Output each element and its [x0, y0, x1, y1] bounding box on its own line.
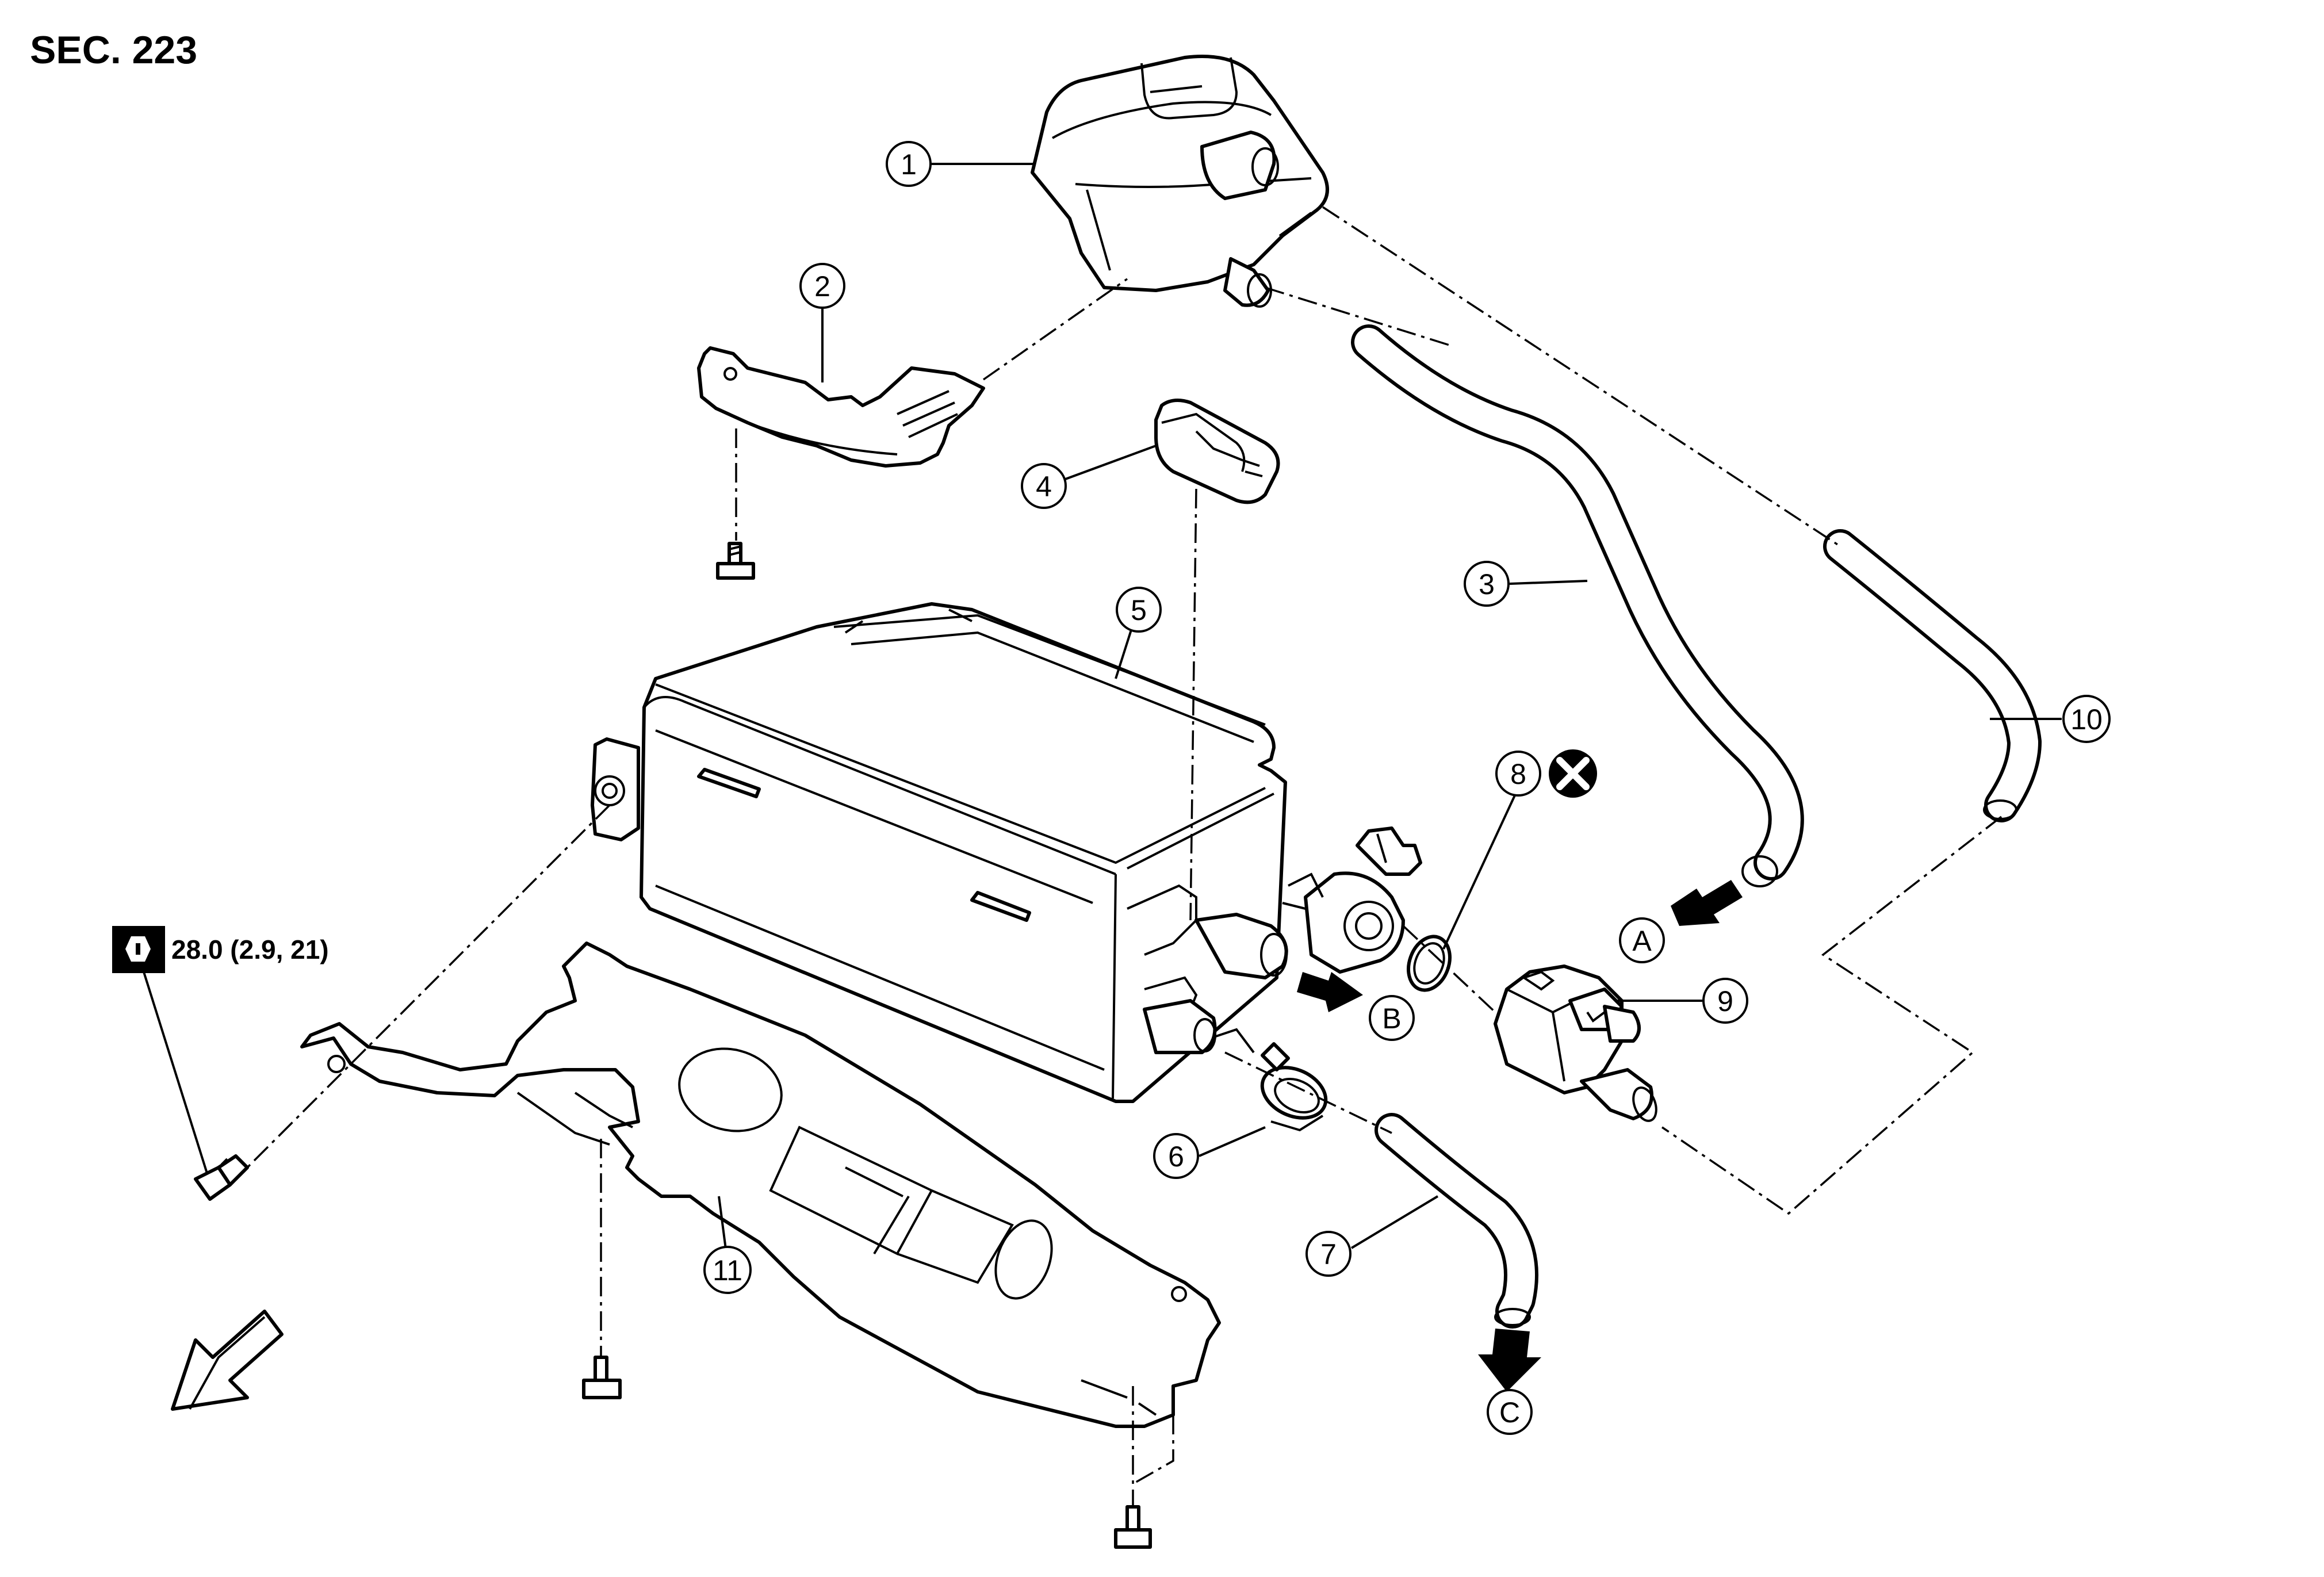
part-6-clamp	[1260, 1042, 1328, 1132]
part-9-vent-control-valve	[1494, 964, 1657, 1122]
callout-2: 2	[799, 263, 845, 309]
svg-text:3: 3	[1479, 568, 1495, 600]
callout-5: 5	[1116, 587, 1162, 633]
mark-a: A	[1619, 917, 1665, 963]
torque-spec: 28.0 (2.9, 21)	[112, 926, 329, 973]
callout-10: 10	[2062, 695, 2111, 743]
callout-7: 7	[1305, 1231, 1351, 1277]
svg-text:6: 6	[1168, 1140, 1184, 1173]
callout-11: 11	[703, 1246, 752, 1294]
part-11-protector	[300, 941, 1221, 1428]
callout-1: 1	[886, 141, 932, 187]
part-5-evap-canister	[591, 602, 1422, 1103]
arrow-to-a	[1671, 880, 1743, 926]
part-7-hose	[1375, 1113, 1538, 1329]
mark-c: C	[1487, 1389, 1533, 1435]
svg-text:7: 7	[1320, 1238, 1337, 1270]
callout-9: 9	[1702, 978, 1748, 1024]
svg-text:B: B	[1382, 1002, 1401, 1035]
callout-4: 4	[1021, 463, 1067, 509]
svg-text:11: 11	[713, 1254, 742, 1287]
part-2-bracket	[697, 346, 985, 468]
torque-wrench-icon	[112, 926, 165, 973]
svg-text:1: 1	[901, 148, 917, 181]
svg-text:A: A	[1632, 925, 1652, 957]
svg-text:5: 5	[1131, 594, 1147, 626]
svg-text:2: 2	[814, 270, 830, 303]
callout-3: 3	[1464, 561, 1510, 607]
do-not-reuse-icon	[1549, 749, 1597, 798]
callout-6: 6	[1153, 1133, 1199, 1179]
part-1-drain-filter	[1031, 55, 1329, 308]
canister-bolt	[194, 1154, 249, 1201]
part-3-hose	[1351, 324, 1804, 887]
part-4-cap	[1154, 399, 1280, 504]
arrow-to-b	[1297, 972, 1363, 1012]
callout-8: 8	[1495, 751, 1541, 797]
part-10-hose	[1823, 529, 2042, 822]
svg-text:9: 9	[1717, 985, 1733, 1017]
protector-bolt-2	[1114, 1505, 1152, 1549]
assembly-lines	[240, 206, 2003, 1507]
svg-text:8: 8	[1510, 758, 1526, 790]
torque-value: 28.0 (2.9, 21)	[171, 935, 329, 964]
section-label: SEC. 223	[30, 28, 197, 72]
part-8-o-ring	[1407, 935, 1452, 992]
bracket-bolt	[716, 542, 755, 580]
vehicle-front-arrow-icon	[171, 1310, 284, 1411]
arrow-to-c	[1478, 1329, 1541, 1392]
svg-text:10: 10	[2070, 703, 2103, 736]
svg-text:4: 4	[1036, 470, 1052, 503]
mark-b: B	[1369, 995, 1415, 1041]
protector-bolt-1	[582, 1356, 622, 1399]
svg-text:C: C	[1499, 1396, 1520, 1429]
